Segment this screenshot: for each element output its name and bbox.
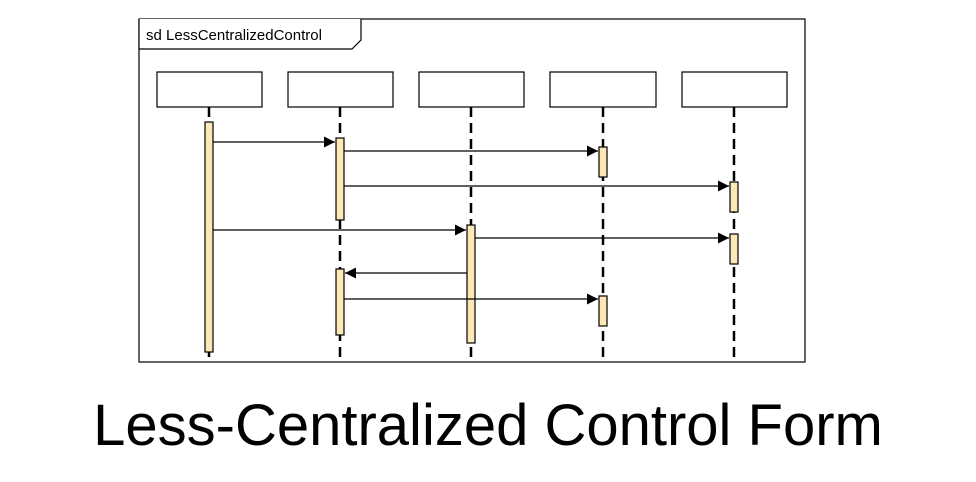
activation-bar [729,233,739,265]
frame-label: sd LessCentralizedControl [146,27,322,44]
lifeline-head-4 [549,71,657,108]
lifeline-head-1 [156,71,263,108]
lifeline-head-5 [681,71,788,108]
activation-bar [466,224,476,344]
activation-bars [204,121,739,353]
activation-bar [729,181,739,213]
messages [213,136,729,305]
activation-bar [598,146,608,178]
activation-bar [598,295,608,327]
activation-bar [335,137,345,221]
activation-bar [335,268,345,336]
caption-title: Less-Centralized Control Form [93,393,883,458]
activation-bar [204,121,214,353]
lifeline-head-3 [418,71,525,108]
frame-label-tab [138,19,362,50]
lifeline-heads [156,71,788,108]
lifeline-head-2 [287,71,394,108]
